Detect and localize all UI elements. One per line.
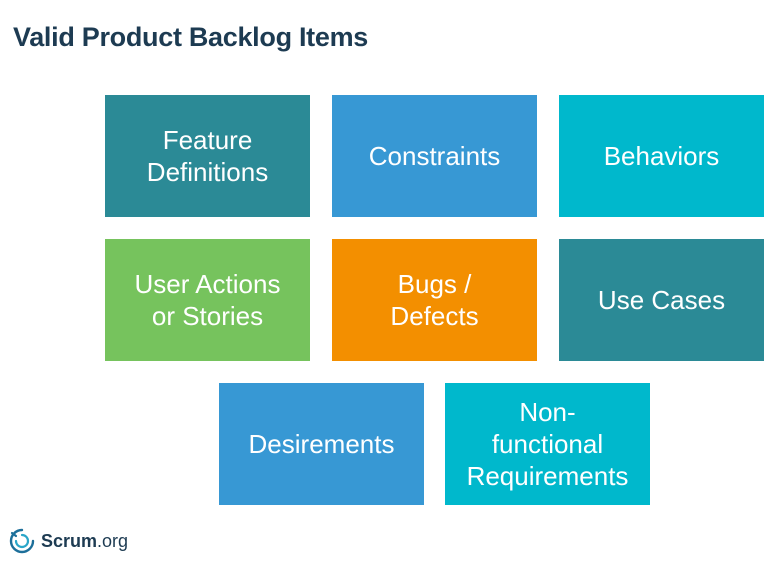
scrum-org-logo: Scrum.org <box>8 527 128 555</box>
tile-desirements: Desirements <box>219 383 424 505</box>
tile-label: Bugs / Defects <box>390 269 479 331</box>
tile-non-functional-requirements: Non- functional Requirements <box>445 383 650 505</box>
tile-use-cases: Use Cases <box>559 239 764 361</box>
tile-label: Desirements <box>248 429 395 459</box>
tile-feature-definitions: Feature Definitions <box>105 95 310 217</box>
tile-label: Behaviors <box>603 141 720 171</box>
logo-wordmark: Scrum.org <box>41 531 128 552</box>
logo-domain: .org <box>97 530 129 551</box>
tile-behaviors: Behaviors <box>559 95 764 217</box>
tile-constraints: Constraints <box>332 95 537 217</box>
slide-title: Valid Product Backlog Items <box>13 22 369 52</box>
tile-label: User Actions or Stories <box>134 269 281 331</box>
tile-label: Use Cases <box>597 285 726 315</box>
tile-bugs-defects: Bugs / Defects <box>332 239 537 361</box>
tile-label: Feature Definitions <box>146 125 269 187</box>
tile-label: Constraints <box>368 141 501 171</box>
tile-label: Non- functional Requirements <box>466 397 629 491</box>
logo-brand: Scrum <box>41 530 98 551</box>
scrum-swirl-logo-icon <box>9 528 35 554</box>
tile-user-actions-or-stories: User Actions or Stories <box>105 239 310 361</box>
